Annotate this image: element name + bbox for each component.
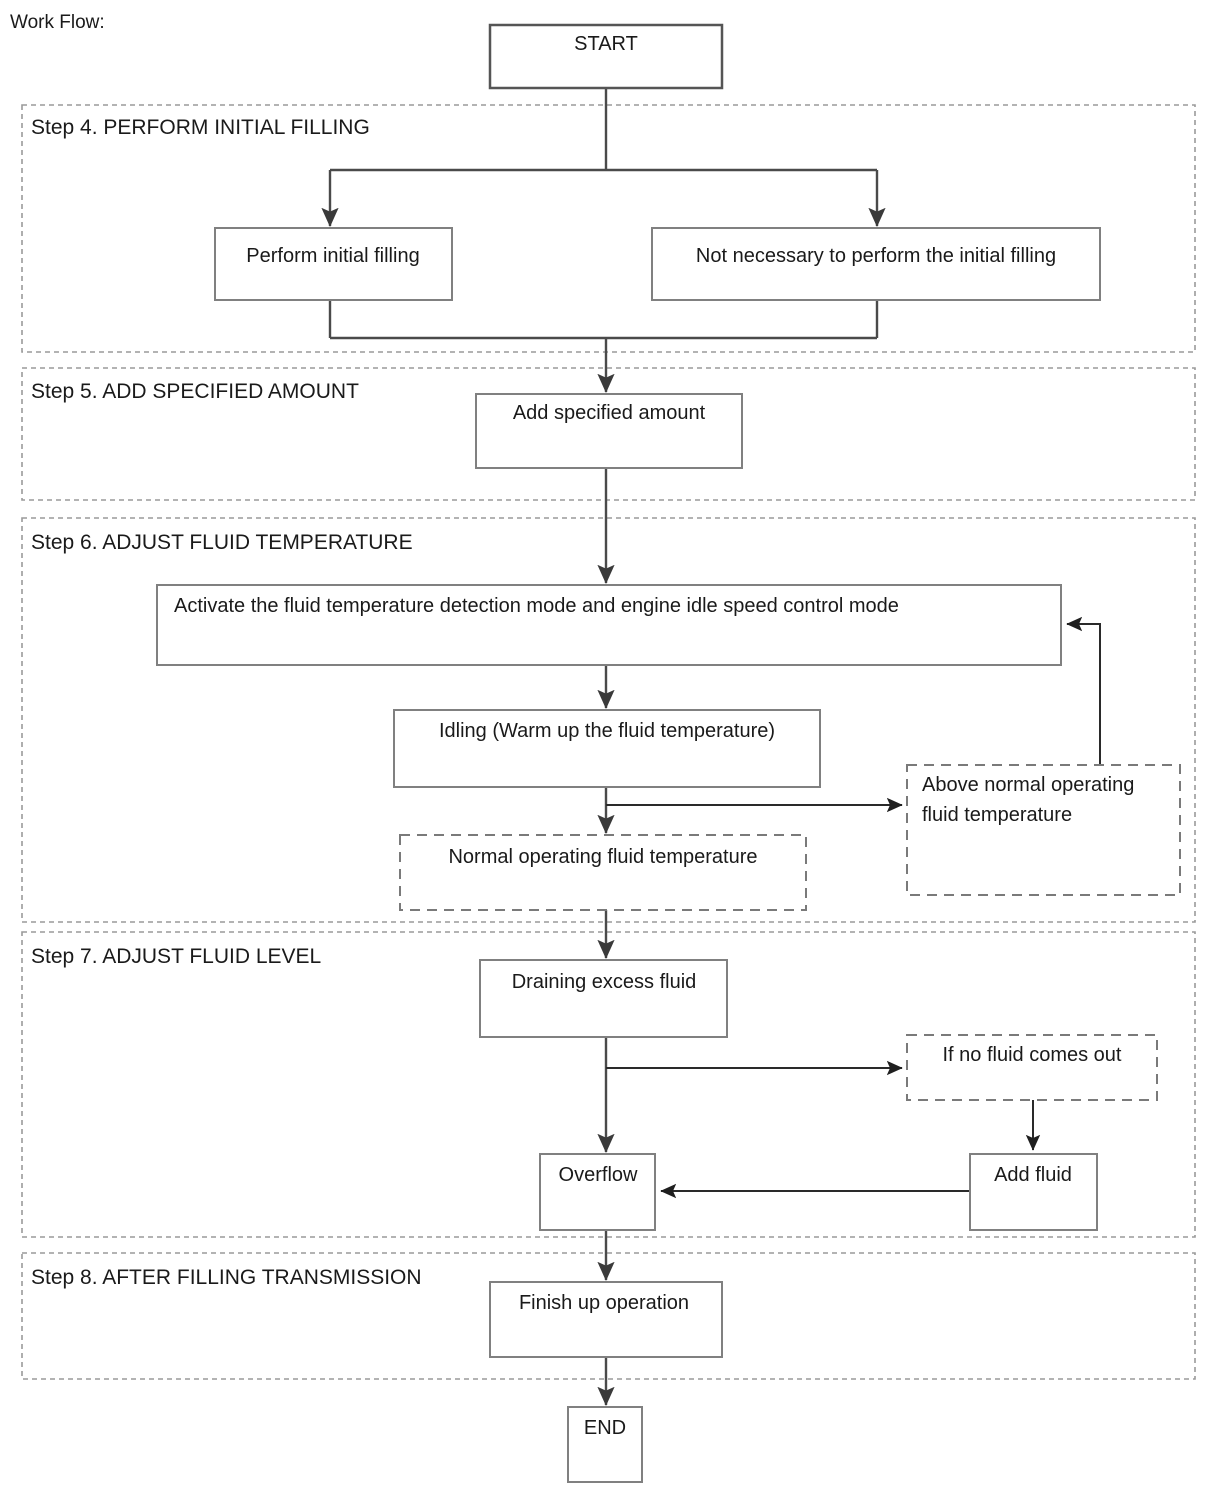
step-label-step8: Step 8. AFTER FILLING TRANSMISSION: [31, 1266, 422, 1289]
step-label-step7: Step 7. ADJUST FLUID LEVEL: [31, 945, 321, 968]
node-normal-operating-fluid-temperature-label: Normal operating fluid temperature: [448, 846, 757, 868]
step-label-step6: Step 6. ADJUST FLUID TEMPERATURE: [31, 531, 413, 554]
node-if-no-fluid-comes-out-label: If no fluid comes out: [943, 1044, 1122, 1066]
node-overflow[interactable]: [539, 1153, 656, 1231]
node-perform-initial-filling[interactable]: [214, 227, 453, 301]
node-add-specified-amount-label: Add specified amount: [513, 402, 706, 424]
step-container-step5: [21, 367, 1196, 501]
step-label-step4: Step 4. PERFORM INITIAL FILLING: [31, 116, 370, 139]
node-above-normal-operating-label-line1: Above normal operating: [922, 774, 1134, 796]
node-add-fluid[interactable]: [969, 1153, 1098, 1231]
node-idling-warm-up[interactable]: [393, 709, 821, 788]
node-not-necessary-initial-filling[interactable]: [651, 227, 1101, 301]
node-activate-detection-mode[interactable]: [156, 584, 1062, 666]
node-above-normal-operating-label-line2: fluid temperature: [922, 804, 1072, 826]
node-above-normal-operating-fluid-temperature[interactable]: [906, 764, 1181, 896]
node-overflow-label: Overflow: [559, 1164, 638, 1186]
node-draining-excess-fluid[interactable]: [479, 959, 728, 1038]
step-container-step6: [21, 517, 1196, 923]
step-container-step7: [21, 931, 1196, 1238]
step-container-step4: [21, 104, 1196, 353]
step-container-step8: [21, 1252, 1196, 1380]
page-title: Work Flow:: [10, 12, 105, 33]
node-idling-warm-up-label: Idling (Warm up the fluid temperature): [439, 720, 775, 742]
node-not-necessary-initial-filling-label: Not necessary to perform the initial fil…: [696, 245, 1056, 267]
node-perform-initial-filling-label: Perform initial filling: [246, 245, 419, 267]
node-activate-detection-mode-label: Activate the fluid temperature detection…: [174, 595, 899, 617]
node-start-label: START: [574, 33, 638, 55]
node-add-specified-amount[interactable]: [475, 393, 743, 469]
node-add-fluid-label: Add fluid: [994, 1164, 1072, 1186]
node-if-no-fluid-comes-out[interactable]: [906, 1034, 1158, 1101]
connector-above-normal-feedback-to-activate: [1066, 616, 1101, 765]
node-draining-excess-fluid-label: Draining excess fluid: [512, 971, 697, 993]
node-end[interactable]: [567, 1406, 643, 1483]
node-start[interactable]: [488, 23, 724, 90]
node-end-label: END: [584, 1417, 626, 1439]
node-finish-up-operation[interactable]: [489, 1281, 723, 1358]
node-finish-up-operation-label: Finish up operation: [519, 1292, 689, 1314]
step-label-step5: Step 5. ADD SPECIFIED AMOUNT: [31, 380, 359, 403]
node-normal-operating-fluid-temperature[interactable]: [399, 834, 807, 911]
